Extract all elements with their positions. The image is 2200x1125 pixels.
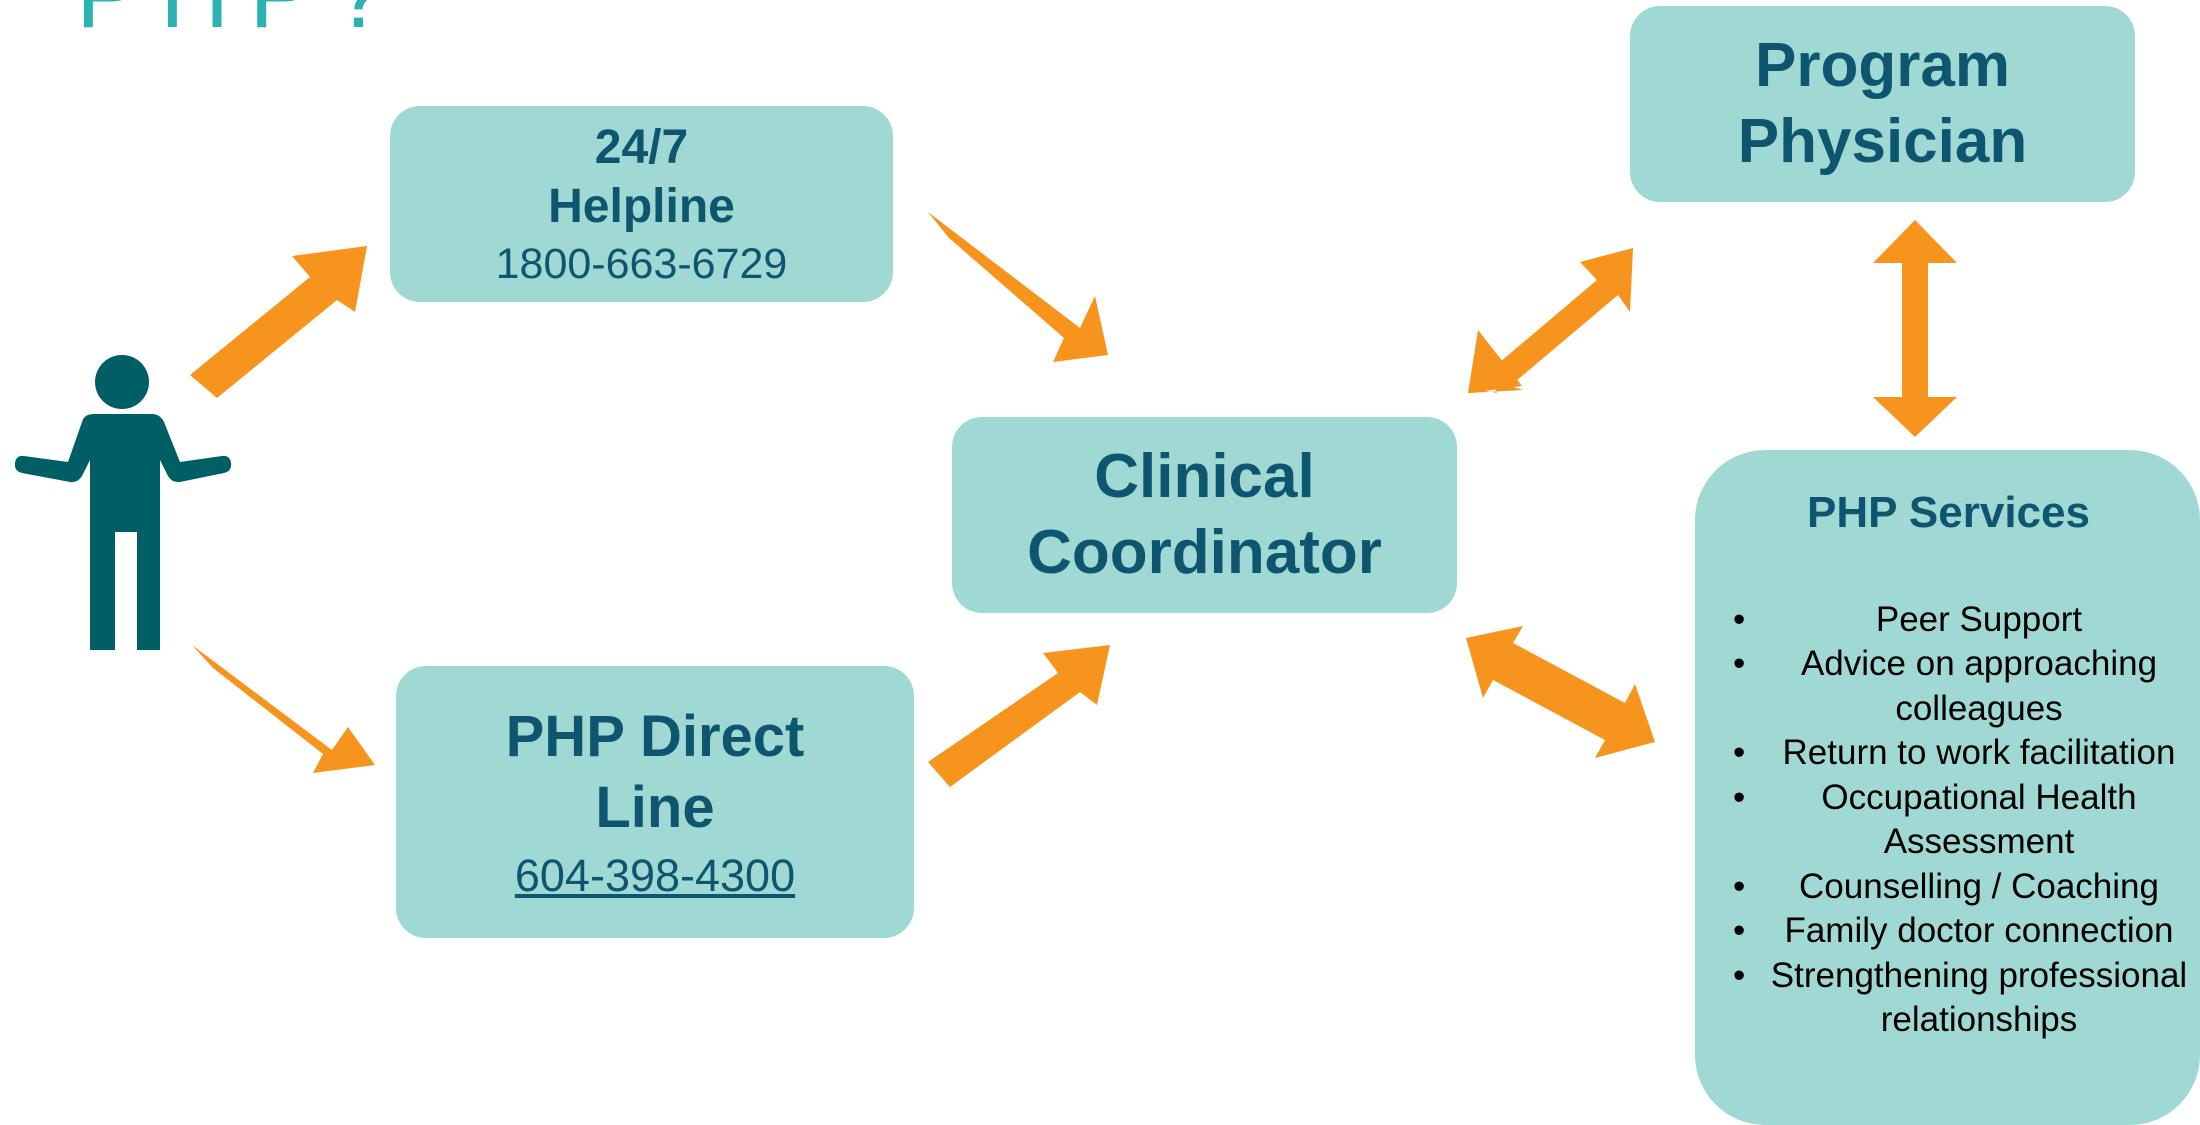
direct-line-phone-link[interactable]: 604-398-4300	[514, 849, 796, 901]
helpline-phone: 1800-663-6729	[495, 240, 788, 289]
arrow-helpline-to-coordinator	[928, 212, 1108, 362]
services-list-item: Advice on approaching colleagues	[1733, 642, 2199, 731]
services-list-item: Occupational Health Assessment	[1733, 776, 2199, 865]
arrow-coordinator-physician	[1469, 248, 1633, 393]
helpline-box: 24/7 Helpline 1800-663-6729	[390, 106, 893, 302]
helpline-title-line2: Helpline	[548, 179, 735, 233]
physician-title-line1: Program	[1755, 31, 2010, 101]
arrow-direct-line-to-coordinator	[928, 645, 1110, 787]
services-title: PHP Services	[1807, 488, 2090, 537]
clinical-coordinator-box: Clinical Coordinator	[952, 417, 1457, 613]
services-list-item: Strengthening professional relationships	[1733, 954, 2199, 1043]
person-shrug-icon	[14, 355, 232, 650]
physician-title-line2: Physician	[1737, 107, 2028, 176]
services-list-item: Counselling / Coaching	[1733, 865, 2199, 910]
arrow-coordinator-services	[1466, 626, 1655, 758]
services-list-item: Return to work facilitation	[1733, 731, 2199, 776]
helpline-title-line1: 24/7	[594, 120, 689, 174]
program-physician-box: Program Physician	[1630, 6, 2135, 202]
coordinator-title-line1: Clinical	[1094, 442, 1315, 512]
services-list: Peer Support Advice on approaching colle…	[1733, 598, 2199, 1043]
direct-line-title-line2: Line	[595, 775, 715, 840]
direct-line-title-line1: PHP Direct	[505, 704, 805, 770]
page-header-fragment: PHP?	[76, 0, 407, 50]
arrow-person-to-helpline	[190, 246, 367, 398]
direct-line-box: PHP Direct Line 604-398-4300	[396, 666, 914, 938]
coordinator-title-line2: Coordinator	[1027, 518, 1382, 587]
arrow-person-to-direct-line	[192, 645, 375, 773]
services-list-item: Peer Support	[1733, 598, 2199, 643]
php-services-box: PHP Services Peer Support Advice on appr…	[1695, 450, 2200, 1125]
services-list-item: Family doctor connection	[1733, 909, 2199, 954]
arrow-physician-services	[1873, 220, 1957, 437]
